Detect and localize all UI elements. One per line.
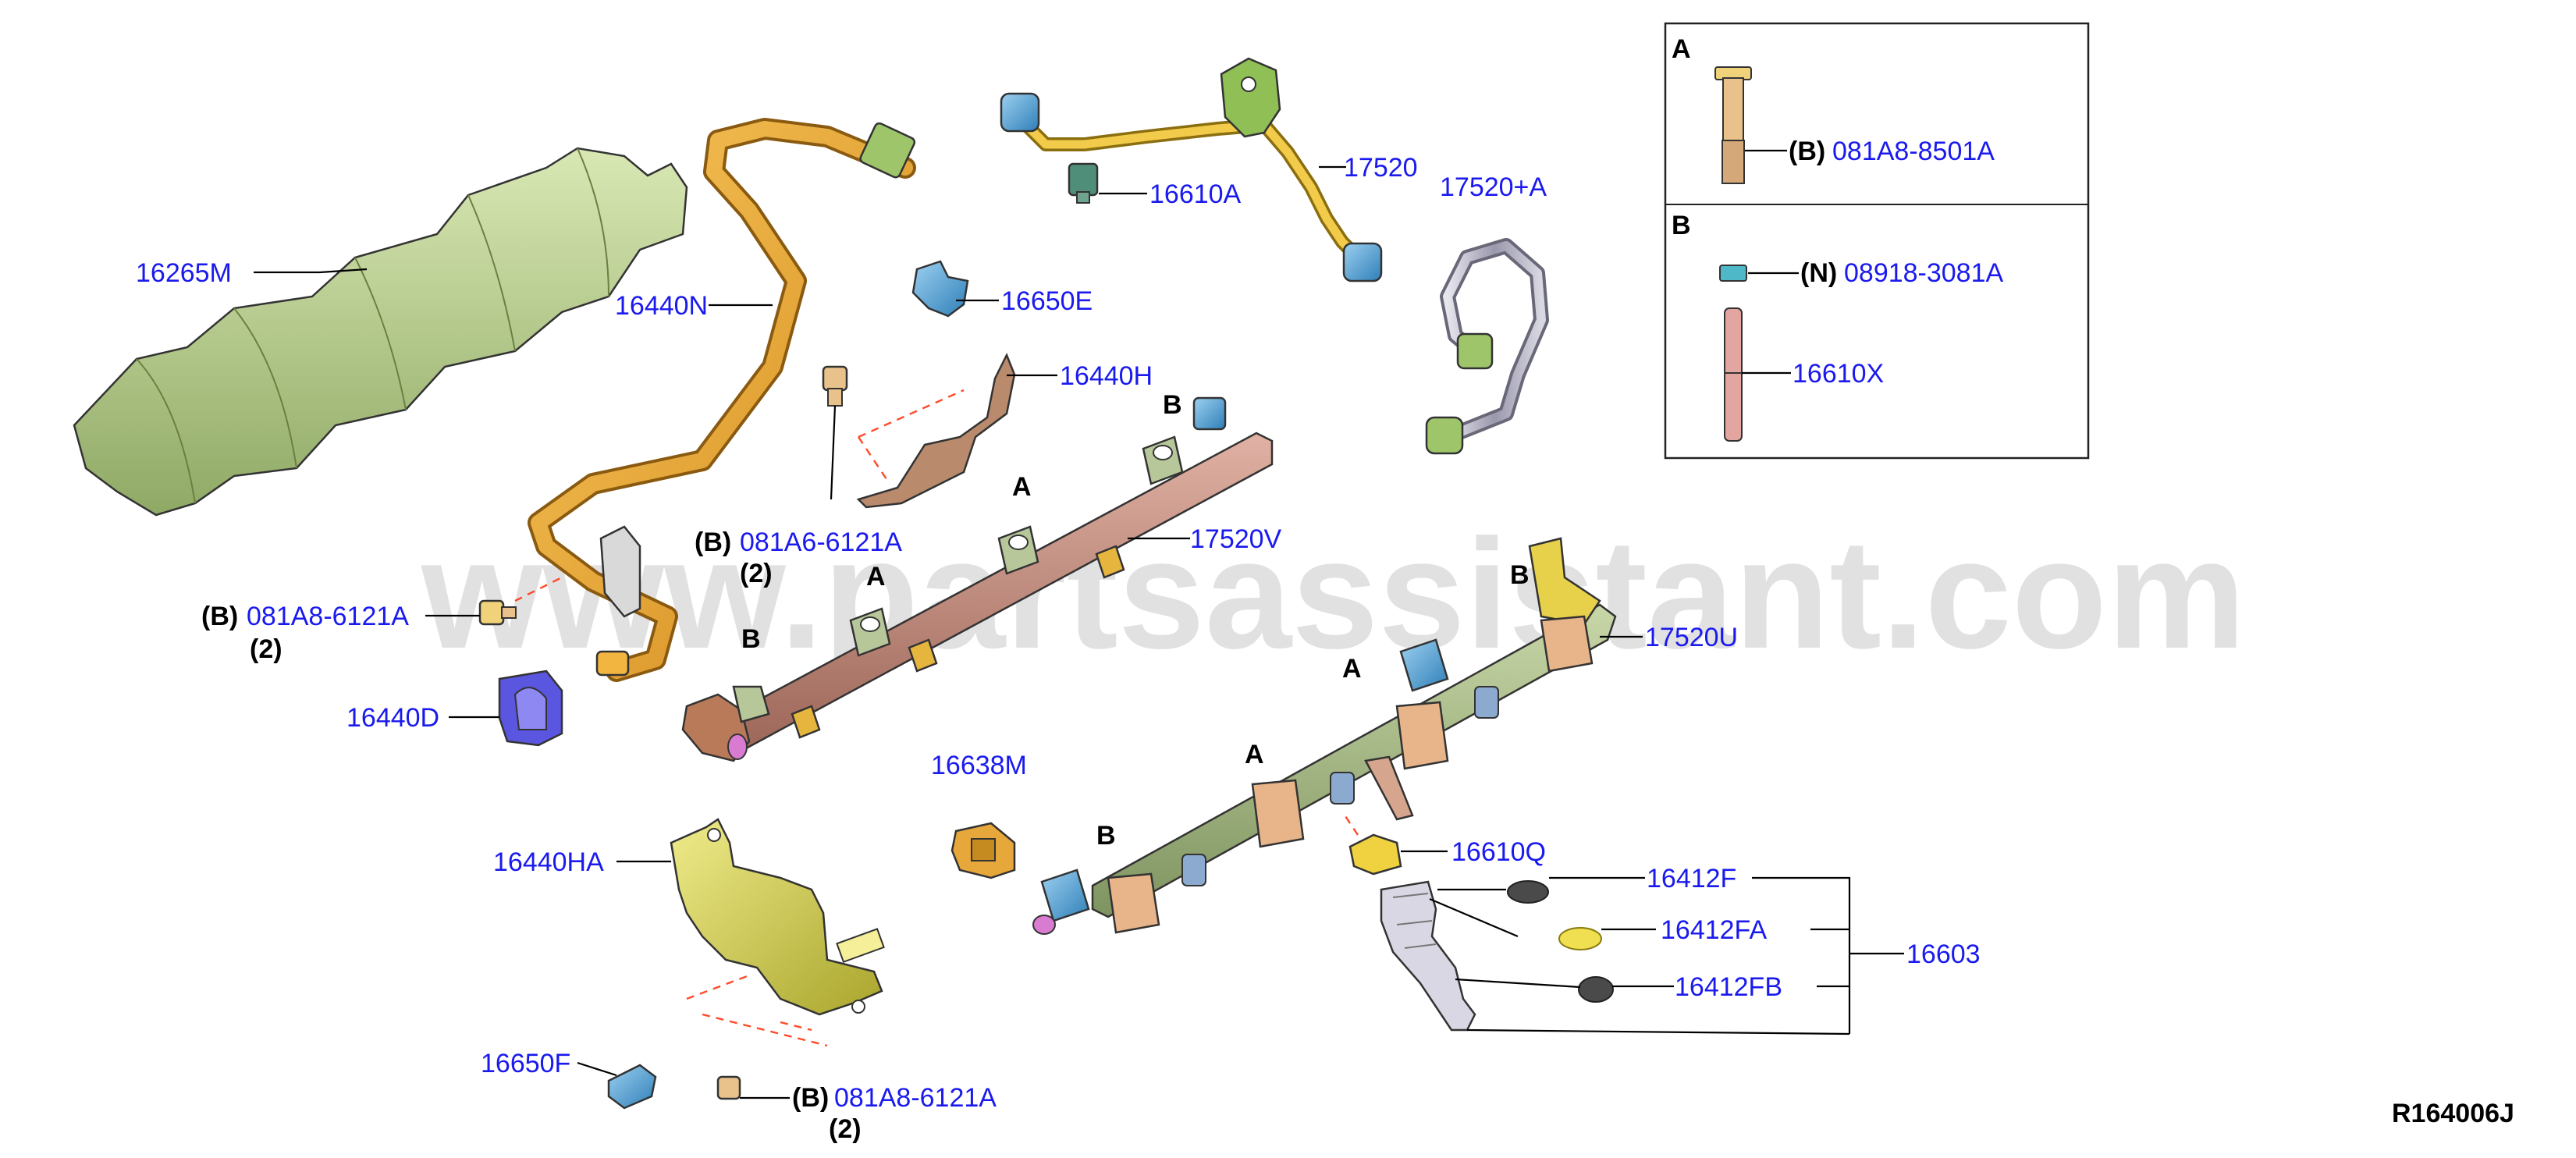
- marker-B-4: B: [1096, 821, 1116, 851]
- label-16440H: 16440H: [1060, 361, 1153, 391]
- bolt-081A8-6121A-left: [478, 599, 517, 626]
- bracket-16440HA: [670, 818, 885, 1016]
- marker-A-1: A: [1012, 472, 1032, 502]
- heat-shield-16265M: [73, 147, 688, 517]
- fuel-tube-17520: [1000, 57, 1383, 282]
- sensor-16638M: [950, 822, 1016, 879]
- legend-a-part: 081A8-8501A: [1832, 137, 1995, 166]
- qty-081A8-6121A-left: (2): [250, 634, 282, 664]
- legend-b-stud: [1724, 307, 1743, 442]
- fuel-tube-16440N: [528, 118, 916, 682]
- label-16638M: 16638M: [931, 751, 1027, 780]
- fuel-rail-17520U: [1032, 537, 1617, 935]
- prefix-081A6-6121A: (B): [695, 527, 731, 557]
- legend-a-bolt: [1714, 66, 1752, 184]
- label-17520: 17520: [1344, 153, 1418, 183]
- label-16440D: 16440D: [346, 703, 439, 733]
- clip-16650F: [607, 1064, 657, 1110]
- label-16265M: 16265M: [136, 258, 232, 288]
- label-17520U: 17520U: [1645, 623, 1738, 652]
- bolt-081A6-6121A: [822, 365, 848, 407]
- seal-16412FA: [1558, 927, 1602, 950]
- clip-16650E: [911, 260, 969, 318]
- o-ring-16412F: [1507, 880, 1549, 904]
- label-16412F: 16412F: [1647, 864, 1736, 893]
- bolt-16610A: [1068, 162, 1099, 204]
- label-16610Q: 16610Q: [1451, 837, 1546, 867]
- bracket-16440H: [856, 352, 1016, 509]
- fuel-rail-17520V: [681, 396, 1274, 762]
- label-16610A: 16610A: [1149, 179, 1242, 209]
- label-17520-A: 17520+A: [1440, 172, 1547, 202]
- clip-16610Q: [1348, 833, 1402, 876]
- legend-a-prefix: (B): [1789, 137, 1825, 166]
- marker-B-2: B: [741, 624, 761, 654]
- prefix-081A8-6121A-bottom: (B): [792, 1083, 829, 1113]
- qty-081A6-6121A: (2): [740, 559, 773, 588]
- reference-code: R164006J: [2392, 1099, 2514, 1128]
- label-081A8-6121A-left: 081A8-6121A: [247, 602, 409, 631]
- legend-b-title: B: [1672, 211, 1691, 240]
- label-16650F: 16650F: [481, 1049, 570, 1078]
- prefix-081A8-6121A-left: (B): [201, 602, 238, 631]
- injector-16603: [1380, 880, 1476, 1032]
- o-ring-16412FB: [1578, 976, 1614, 1003]
- legend-b-prefix-n: (N): [1800, 258, 1837, 288]
- marker-B-1: B: [1163, 390, 1182, 420]
- legend-a-title: A: [1672, 34, 1691, 64]
- clamp-16440D: [498, 670, 563, 747]
- label-16440N: 16440N: [615, 291, 708, 321]
- label-16412FA: 16412FA: [1661, 915, 1767, 945]
- label-081A6-6121A: 081A6-6121A: [740, 527, 902, 557]
- qty-081A8-6121A-bottom: (2): [829, 1114, 862, 1144]
- marker-A-3: A: [1342, 654, 1362, 684]
- watermark: www.partsassistant.com: [421, 507, 2246, 681]
- label-16440HA: 16440HA: [493, 847, 604, 877]
- label-16650E: 16650E: [1001, 286, 1093, 316]
- label-081A8-6121A-bottom: 081A8-6121A: [834, 1083, 997, 1113]
- legend-b-part-n: 08918-3081A: [1844, 258, 2004, 288]
- label-17520V: 17520V: [1190, 524, 1282, 554]
- marker-A-2: A: [866, 562, 886, 591]
- marker-A-4: A: [1245, 740, 1264, 769]
- marker-B-3: B: [1510, 560, 1530, 590]
- legend-b-part-x: 16610X: [1793, 359, 1884, 389]
- label-16603: 16603: [1906, 940, 1981, 969]
- legend-b-nut: [1719, 265, 1747, 282]
- fuel-tube-17520-A: [1425, 238, 1549, 455]
- bolt-081A8-6121A-bottom: [716, 1075, 741, 1100]
- label-16412FB: 16412FB: [1675, 972, 1782, 1002]
